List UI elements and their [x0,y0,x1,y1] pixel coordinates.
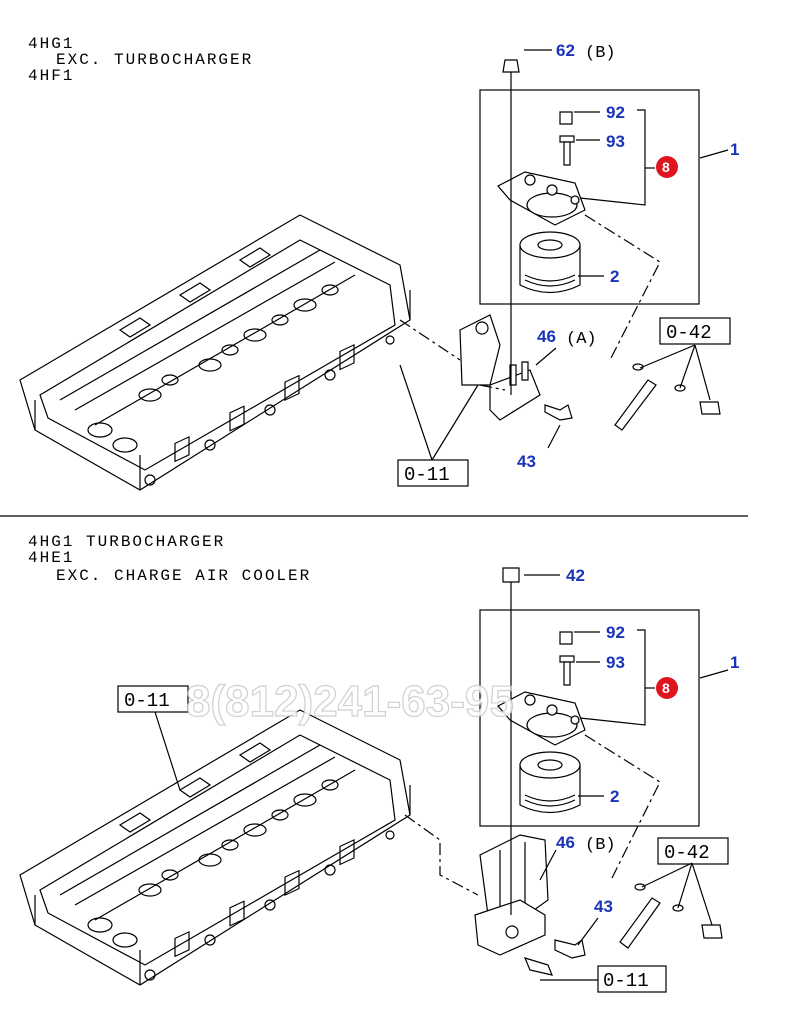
bottom-label-92: 92 [606,623,625,642]
top-label-62-suffix: (B) [585,44,616,63]
bottom-label-42: 42 [566,566,585,585]
top-badge-8 [656,156,678,178]
bottom-condition-2: 4HE1 [28,549,74,567]
bottom-ref-box-042 [657,837,729,865]
top-ref-box-042 [659,317,731,345]
bottom-ref-011: 0-11 [603,970,649,992]
top-section: 4HG1 EXC. TURBOCHARGER 4HF1 [19,35,739,491]
bottom-section: 4HG1 TURBOCHARGER 4HE1 EXC. CHARGE AIR C… [19,533,739,993]
top-label-1: 1 [730,140,739,159]
top-ref-011: 0-11 [404,464,450,486]
bottom-ref-box-011 [597,965,667,993]
bottom-adaptor [474,899,546,956]
top-label-93: 93 [606,132,625,151]
top-label-46-suffix: (A) [566,330,597,349]
bottom-bolt-43 [554,938,586,959]
bottom-filter-box [479,609,700,827]
top-condition-2: EXC. TURBOCHARGER [56,51,253,69]
bottom-condition-3: EXC. CHARGE AIR COOLER [56,567,311,585]
bottom-label-93: 93 [606,653,625,672]
top-condition-1: 4HG1 [28,35,74,53]
top-filter-box [479,89,700,305]
bottom-label-1: 1 [730,653,739,672]
bottom-label-2: 2 [610,787,619,806]
bottom-label-46-suffix: (B) [585,836,616,855]
bottom-label-43: 43 [594,897,613,916]
bottom-ref-011-left: 0-11 [124,690,170,712]
bottom-label-46: 46 [556,833,575,852]
top-bracket [459,314,501,386]
top-label-46: 46 [537,327,556,346]
phone-watermark: 8(812)241-63-95 [186,677,514,726]
top-condition-3: 4HF1 [28,67,74,85]
bottom-condition-1: 4HG1 TURBOCHARGER [28,533,225,551]
top-label-92: 92 [606,103,625,122]
bottom-ref-box-011-left [117,685,189,713]
top-ref-box-011 [397,459,469,487]
top-ref-042: 0-42 [666,322,712,344]
top-label-2: 2 [610,267,619,286]
top-label-62: 62 [556,41,575,60]
bottom-label-8: 8 [662,680,670,696]
top-label-8: 8 [662,159,670,175]
top-cylinder-head [19,214,411,491]
bottom-ref-042: 0-42 [664,842,710,864]
bottom-cylinder-head [19,709,411,986]
top-bolt-43 [544,404,573,421]
bottom-badge-8 [656,677,678,699]
top-label-43: 43 [517,452,536,471]
